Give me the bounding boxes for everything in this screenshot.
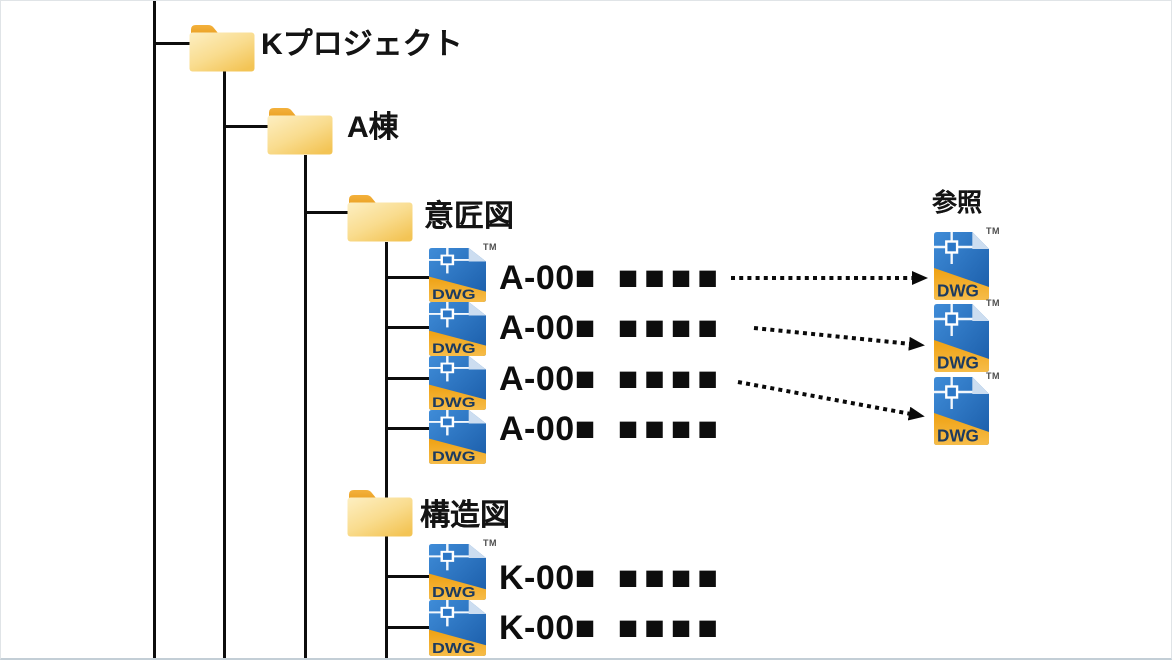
tree-line-trunk — [153, 1, 156, 658]
folder-label-a-building: A棟 — [347, 111, 399, 144]
reference-dwg-icon-3: DWG TM — [934, 371, 1000, 445]
trademark-label: TM — [986, 298, 1000, 308]
branch-to-design-file-4 — [385, 427, 431, 430]
file-name: A-00■ — [499, 409, 596, 448]
file-row-structure-2: K-00■ ■■■■ — [499, 607, 724, 649]
folder-label-structure: 構造図 — [420, 499, 510, 532]
file-name-blocks: ■■■■ — [617, 558, 724, 597]
svg-text:DWG: DWG — [432, 450, 476, 464]
folder-label-design: 意匠図 — [424, 200, 514, 233]
file-name: K-00■ — [499, 608, 596, 647]
reference-arrow-3 — [737, 380, 925, 421]
trademark-label: TM — [986, 371, 1000, 381]
dwg-icon: DWG — [934, 232, 989, 300]
trademark-label: TM — [986, 226, 1000, 236]
trademark-label: TM — [483, 538, 497, 548]
reference-dwg-icon-1: DWG TM — [934, 226, 1000, 300]
dwg-icon: DWG — [429, 302, 486, 356]
dwg-file-icon: DWG TM — [429, 600, 486, 656]
dwg-icon: DWG — [429, 544, 486, 600]
reference-dwg-icon-2: DWG TM — [934, 298, 1000, 372]
dwg-file-icon: DWG TM — [429, 356, 486, 410]
reference-arrow-2 — [753, 326, 925, 351]
folder-icon — [347, 490, 413, 537]
file-name: K-00■ — [499, 558, 596, 597]
dwg-file-icon: DWG TM — [429, 410, 486, 464]
folder-icon-k-project — [188, 21, 256, 73]
folder-icon — [189, 25, 255, 72]
dwg-icon: DWG — [934, 377, 989, 445]
svg-text:DWG: DWG — [432, 288, 476, 302]
file-row-design-3: A-00■ ■■■■ — [499, 358, 724, 400]
file-row-design-1: A-00■ ■■■■ — [499, 257, 724, 299]
dwg-icon: DWG — [934, 304, 989, 372]
folder-label-k-project: Kプロジェクト — [261, 28, 463, 61]
file-name-blocks: ■■■■ — [617, 258, 724, 297]
trademark-label: TM — [483, 242, 497, 252]
dwg-file-icon: DWG TM — [429, 302, 486, 356]
svg-text:DWG: DWG — [937, 425, 979, 445]
file-row-structure-1: K-00■ ■■■■ — [499, 557, 724, 599]
branch-to-design-file-1 — [385, 276, 431, 279]
branch-to-a-building — [223, 125, 269, 128]
folder-icon-structure — [346, 486, 414, 538]
folder-icon-a-building — [266, 104, 334, 156]
svg-text:DWG: DWG — [937, 280, 979, 300]
svg-text:DWG: DWG — [937, 352, 979, 372]
file-name-blocks: ■■■■ — [617, 308, 724, 347]
file-name-blocks: ■■■■ — [617, 409, 724, 448]
folder-icon — [347, 195, 413, 242]
file-name: A-00■ — [499, 308, 596, 347]
dwg-file-icon: DWG TM — [429, 242, 497, 302]
dwg-file-icon: DWG TM — [429, 538, 497, 600]
reference-column-label: 参照 — [932, 189, 983, 217]
branch-to-structure-file-1 — [385, 575, 431, 578]
file-name-blocks: ■■■■ — [617, 359, 724, 398]
structure-dwg-stack: DWG TM DWG TM — [429, 538, 497, 656]
dwg-icon: DWG — [429, 410, 486, 464]
tree-line-under-a-building — [304, 155, 307, 658]
file-row-design-2: A-00■ ■■■■ — [499, 307, 724, 349]
file-name-blocks: ■■■■ — [617, 608, 724, 647]
branch-to-design-file-2 — [385, 326, 431, 329]
svg-text:DWG: DWG — [432, 585, 475, 600]
branch-to-k-project — [153, 42, 193, 45]
svg-text:DWG: DWG — [432, 641, 475, 656]
svg-text:DWG: DWG — [432, 342, 476, 356]
file-name: A-00■ — [499, 258, 596, 297]
folder-icon — [267, 108, 333, 155]
branch-to-design-file-3 — [385, 377, 431, 380]
file-row-design-4: A-00■ ■■■■ — [499, 408, 724, 450]
design-dwg-stack: DWG TM DWG TM — [429, 242, 497, 464]
svg-text:DWG: DWG — [432, 396, 476, 410]
dwg-icon: DWG — [429, 600, 486, 656]
branch-to-structure-file-2 — [385, 626, 431, 629]
dwg-icon: DWG — [429, 248, 486, 302]
tree-line-under-k-project — [223, 71, 226, 658]
tree-line-under-design-folder — [385, 242, 388, 658]
file-name: A-00■ — [499, 359, 596, 398]
folder-icon-design — [346, 191, 414, 243]
branch-to-design-folder — [304, 211, 349, 214]
dwg-icon: DWG — [429, 356, 486, 410]
